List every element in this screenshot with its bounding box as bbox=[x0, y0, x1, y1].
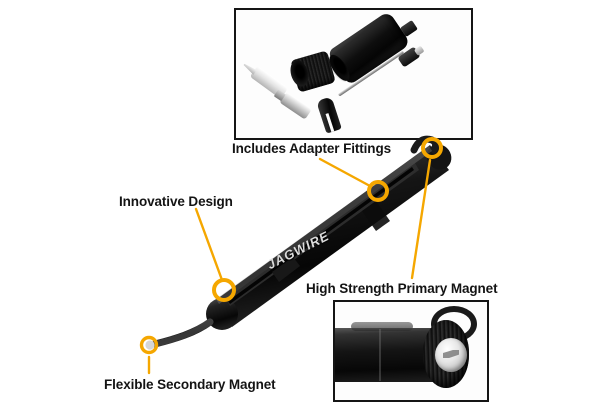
ring-innovative bbox=[212, 278, 236, 302]
cable-magnet-tip bbox=[145, 340, 155, 350]
adapter-cable-clip bbox=[316, 96, 342, 134]
tool-handle-end bbox=[206, 298, 238, 330]
callout-label-includes-adapter-fittings: Includes Adapter Fittings bbox=[232, 141, 392, 156]
magnet-barrel-seam bbox=[379, 329, 381, 381]
cable-coil-texture bbox=[151, 318, 214, 348]
inset-adapter-fittings-photo bbox=[234, 8, 473, 140]
tool-hang-loop bbox=[410, 135, 440, 154]
inset-primary-magnet-photo bbox=[333, 300, 489, 402]
tool-collar-seam bbox=[362, 201, 390, 231]
magnet-silver-disc bbox=[435, 338, 467, 372]
leader-primary-magnet bbox=[410, 158, 432, 280]
callout-label-high-strength-primary-magnet: High Strength Primary Magnet bbox=[306, 281, 498, 296]
adapter-silver-nozzle bbox=[279, 92, 312, 120]
ring-primary-magnet bbox=[421, 137, 443, 159]
leader-adapters bbox=[318, 157, 372, 188]
flexible-secondary-cable bbox=[145, 318, 214, 350]
ring-secondary-magnet bbox=[139, 335, 159, 355]
ring-adapters bbox=[367, 180, 389, 202]
magnet-barrel-highlight bbox=[351, 322, 413, 331]
callout-label-innovative-design: Innovative Design bbox=[119, 194, 233, 209]
jagwire-wordmark: JAGWIRE bbox=[264, 228, 332, 273]
leader-innovative bbox=[194, 207, 224, 282]
tool-top-cap bbox=[426, 144, 452, 170]
callout-label-flexible-secondary-magnet: Flexible Secondary Magnet bbox=[104, 377, 276, 392]
cable-sheath bbox=[151, 318, 214, 348]
